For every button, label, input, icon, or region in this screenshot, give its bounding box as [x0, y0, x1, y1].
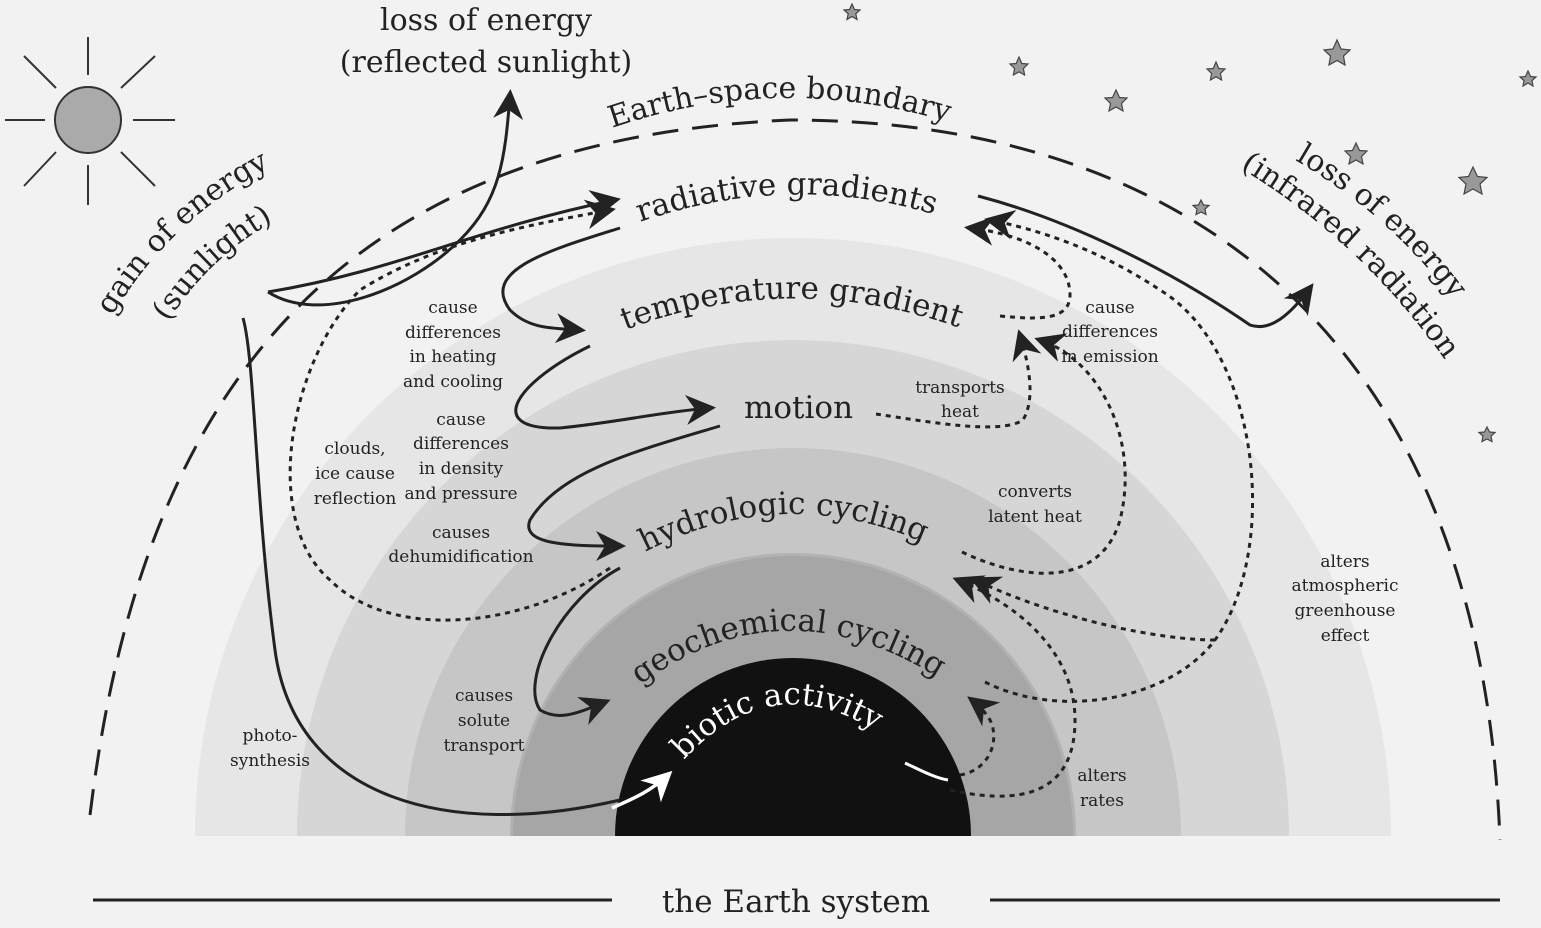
star-icon — [1457, 165, 1489, 196]
reflected-loss-label-2: (reflected sunlight) — [340, 45, 632, 80]
layer-biotic-core — [615, 658, 971, 836]
annotation-greenhouse: greenhouse — [1295, 601, 1396, 621]
annotation-solute: transport — [444, 736, 525, 756]
infrared-loss-arrow — [977, 194, 1314, 328]
transports-heat-arrow — [875, 329, 1042, 429]
annotation-dehumidification: causes — [432, 523, 490, 543]
motion-to-hydrologic-arrow — [527, 424, 721, 561]
sun-icon — [5, 37, 175, 205]
radiative-to-temperature-arrow — [501, 226, 621, 344]
earth-system-label: the Earth system — [662, 884, 930, 920]
annotation-clouds: ice cause — [315, 464, 395, 484]
star-icon — [1477, 425, 1497, 443]
reflected-loss-label-1: loss of energy — [380, 3, 592, 38]
star-icon — [1343, 141, 1369, 166]
energy-flow-arrows — [241, 89, 1314, 816]
annotation-heating: cause — [428, 298, 477, 318]
annotations: cause differences in heating and cooling… — [230, 298, 1399, 811]
alters-rates-arrow — [949, 575, 1077, 798]
annotation-heating: in heating — [409, 347, 496, 367]
annotation-density: in density — [419, 459, 504, 479]
biotic-rates-line — [904, 761, 949, 782]
feedback-arrows — [288, 199, 1255, 798]
star-icon — [1191, 198, 1211, 216]
annotation-alters-rates: rates — [1080, 791, 1124, 811]
annotation-density: cause — [436, 410, 485, 430]
photosynthesis-arrowhead — [611, 770, 673, 810]
layer-label-motion: motion — [744, 390, 853, 426]
star-icon — [1518, 69, 1538, 88]
stars — [842, 2, 1538, 443]
clouds-reflection-arrow — [288, 199, 616, 622]
annotation-clouds: clouds, — [324, 439, 385, 459]
annotation-heating: and cooling — [403, 372, 503, 392]
annotation-greenhouse: atmospheric — [1291, 576, 1398, 596]
annotation-solute: solute — [458, 711, 510, 731]
earth-space-boundary-line — [88, 118, 1502, 841]
annotation-transports-heat: transports — [915, 378, 1005, 398]
annotation-greenhouse: effect — [1321, 626, 1370, 646]
annotation-latent-heat: latent heat — [988, 507, 1082, 527]
star-icon — [1103, 88, 1129, 113]
annotation-density: differences — [413, 434, 509, 454]
latent-heat-arrow — [961, 333, 1127, 575]
temperature-to-motion-arrow — [514, 344, 716, 430]
biotic-to-geochemical-arrow — [959, 696, 1001, 777]
annotation-heating: differences — [405, 323, 501, 343]
star-icon — [1008, 55, 1030, 77]
annotation-clouds: reflection — [314, 489, 397, 509]
greenhouse-hydro-arrow — [969, 576, 1216, 642]
annotation-density: and pressure — [404, 484, 517, 504]
annotation-latent-heat: converts — [998, 482, 1072, 502]
annotation-solute: causes — [455, 686, 513, 706]
annotation-photosynthesis: photo- — [243, 726, 298, 746]
annotation-photosynthesis: synthesis — [230, 751, 310, 771]
star-icon — [1205, 60, 1227, 82]
star-icon — [842, 2, 862, 21]
hydrologic-to-geochemical-arrow — [533, 566, 621, 725]
greenhouse-arrow — [984, 210, 1255, 703]
annotation-alters-rates: alters — [1077, 766, 1126, 786]
layer-label-radiative: radiative gradients — [631, 166, 942, 229]
annotation-transports-heat: heat — [941, 402, 979, 422]
annotation-emission: differences — [1062, 322, 1158, 342]
star-icon — [1322, 38, 1352, 67]
annotation-emission: in emission — [1061, 347, 1159, 367]
annotation-emission: cause — [1085, 298, 1134, 318]
annotation-dehumidification: dehumidification — [388, 547, 533, 567]
emission-to-radiative-arrow — [964, 215, 1072, 320]
earth-layers — [195, 238, 1391, 836]
annotation-greenhouse: alters — [1320, 552, 1369, 572]
photosynthesis-arrow — [241, 317, 621, 816]
sunlight-to-radiative-arrow — [267, 190, 621, 294]
